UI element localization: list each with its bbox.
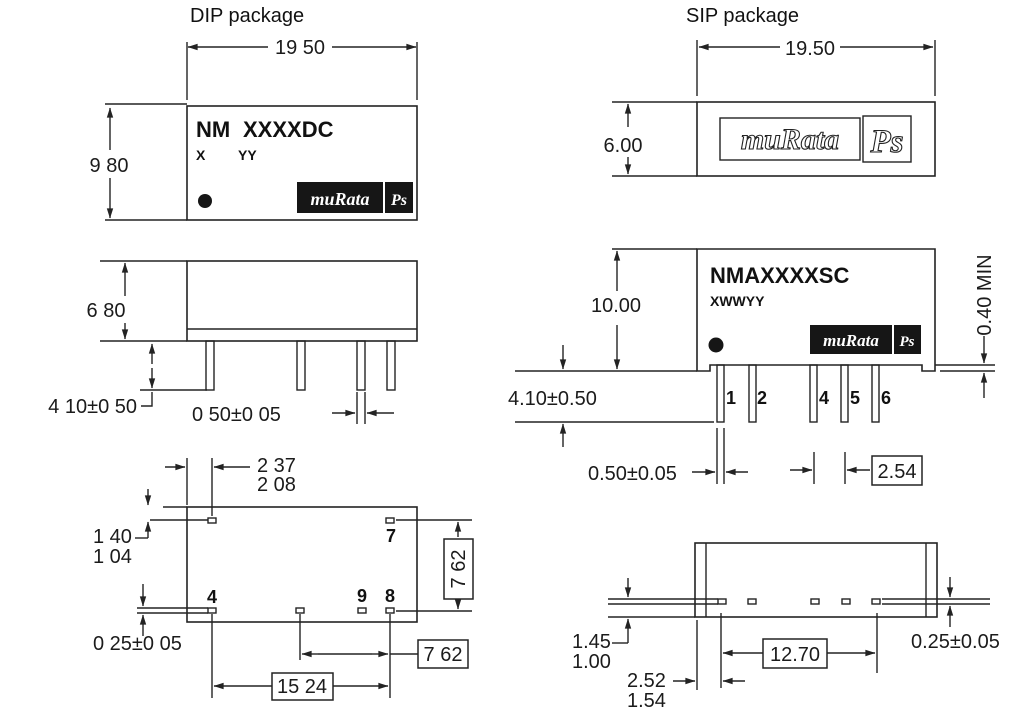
dip-pin-span-dimension-lines	[211, 614, 389, 698]
sip-pins	[716, 364, 880, 423]
sip-pin-pitch-dimension-lines	[790, 452, 870, 484]
sip-pad-thickness-dimension-lines	[882, 577, 990, 627]
dip-marking-datecode-yy: YY	[238, 147, 257, 163]
dip-top-view: 19 50 9 80 NM XXXXDC X YY muRata Ps	[90, 37, 418, 221]
sip-pad-edge-dimension-lines	[608, 578, 718, 644]
sip-width-dim: 19.50	[785, 38, 835, 60]
dip-pad-edge-dimension-lines	[135, 489, 208, 539]
dip-pin-span-box	[271, 672, 334, 701]
sip-pin-pitch-box	[871, 455, 923, 486]
pin1-indicator-dot	[708, 337, 724, 353]
sip-pin-length-dimension-lines	[515, 345, 714, 447]
sip-pin-width-dimension-lines	[692, 428, 748, 484]
dip-side-view: 6 80 4 10±0 50 0 50±0 05	[48, 260, 418, 426]
dip-pin-width-dim: 0 50±0 05	[192, 404, 281, 426]
dip-bottom-view: 7 4 9 8 2 37 2 08 1 40 1 04	[93, 455, 474, 701]
sip-pin5-label: 5	[850, 388, 860, 408]
sip-pad-offset-dim-a: 2.52	[627, 670, 666, 692]
sip-standoff-dim: 0.40 MIN	[974, 254, 996, 335]
ps-logo-outline-text: Ps	[870, 124, 904, 160]
sip-pad-edge-dim-b: 1.00	[572, 651, 611, 673]
dip-body-outline	[186, 105, 418, 221]
dip-marking-datecode-x: X	[196, 147, 206, 163]
dip-side-height-dim: 6 80	[87, 300, 126, 322]
sip-pad-offset-dim-b: 1.54	[627, 690, 666, 712]
murata-logo: muRata Ps	[297, 182, 413, 213]
sip-bottom-view: 0.25±0.05 1.45 1.00 2.52 1.54	[572, 542, 1000, 712]
dip-height-dimension-lines	[105, 103, 187, 221]
dip-bottom-outline	[186, 506, 418, 623]
sip-bottom-outline	[694, 542, 938, 618]
murata-logo-outline: muRata Ps	[719, 115, 912, 163]
dip-title: DIP package	[190, 5, 304, 27]
dip-pin-spacing-dimension-lines	[299, 614, 418, 698]
dip-pin9-label: 9	[357, 586, 367, 606]
dip-pad-edge-dim-a: 1 40	[93, 526, 132, 548]
sip-body-outline	[696, 248, 936, 372]
pin1-indicator-dot	[198, 194, 212, 208]
dip-pin7-label: 7	[386, 526, 396, 546]
dip-pin-span-dim: 15 24	[277, 676, 327, 698]
dip-pad-thickness-dim: 0 25±0 05	[93, 633, 182, 655]
dip-pin-spacing-dim: 7 62	[424, 644, 463, 666]
sip-pad-span-dimension-lines	[722, 613, 878, 673]
sip-pad-span-dim: 12.70	[770, 644, 820, 666]
sip-drawing: SIP package 19.50 6.00	[508, 5, 1000, 712]
dip-row-spacing-dim: 7 62	[448, 550, 470, 589]
dip-width-dimension-lines	[186, 42, 418, 100]
dip-height-dim: 9 80	[90, 155, 129, 177]
dip-pin-spacing-box	[417, 639, 469, 669]
dip-pin-length-dim: 4 10±0 50	[48, 396, 137, 418]
sip-top-outline	[696, 101, 936, 177]
murata-logo: muRata Ps	[810, 325, 921, 354]
dip-pin8-label: 8	[385, 586, 395, 606]
sip-pin-width-dim: 0.50±0.05	[588, 463, 677, 485]
sip-pad-span-box	[762, 638, 828, 669]
dip-pin-offset-dim-a: 2 37	[257, 455, 296, 477]
sip-standoff-dimension-lines	[935, 336, 995, 398]
sip-body-height-dim: 10.00	[591, 295, 641, 317]
sip-marking-part: NMAXXXXSC	[710, 263, 849, 288]
dip-pin4-label: 4	[207, 587, 217, 607]
sip-title: SIP package	[686, 5, 799, 27]
ps-logo-text: Ps	[390, 192, 407, 209]
murata-logo-text: muRata	[310, 189, 369, 209]
murata-logo-outline-text: muRata	[741, 123, 839, 156]
sip-body-height-dimension-lines	[515, 248, 697, 372]
dip-side-height-dimension-lines	[100, 260, 187, 342]
dip-drawing: DIP package 19 50 9 80 NM XXXXDC	[48, 5, 474, 701]
sip-pin4-label: 4	[819, 388, 829, 408]
sip-marking-datecode: XWWYY	[710, 293, 765, 309]
sip-front-view: NMAXXXXSC XWWYY muRata Ps 1 2 4 5 6	[508, 248, 996, 486]
dip-pad-thickness-dimension-lines	[137, 584, 208, 636]
murata-logo-text: muRata	[823, 331, 879, 350]
dip-width-dim: 19 50	[275, 37, 325, 59]
sip-pin-length-dim: 4.10±0.50	[508, 388, 597, 410]
dip-pin-width-dimension-lines	[332, 392, 394, 424]
dip-pin-offset-dim-b: 2 08	[257, 474, 296, 496]
dip-pins	[205, 340, 396, 391]
sip-pads	[717, 598, 881, 605]
sip-pad-thickness-dim: 0.25±0.05	[911, 631, 1000, 653]
sip-top-view: 19.50 6.00 muRata Ps	[604, 38, 936, 177]
dip-pin-length-dimension-lines	[140, 343, 207, 407]
sip-pin1-label: 1	[726, 388, 736, 408]
dip-marking-part: XXXXDC	[243, 117, 334, 142]
sip-pin2-label: 2	[757, 388, 767, 408]
sip-width-dimension-lines	[696, 40, 936, 96]
sip-top-height-dimension-lines	[612, 101, 697, 177]
ps-logo-text: Ps	[900, 334, 915, 350]
dip-pad-edge-dim-b: 1 04	[93, 546, 132, 568]
sip-top-height-dim: 6.00	[604, 135, 643, 157]
sip-pin-pitch-dim: 2.54	[878, 461, 917, 483]
sip-pad-edge-dim-a: 1.45	[572, 631, 611, 653]
dip-row-spacing-box	[443, 538, 474, 600]
sip-pin6-label: 6	[881, 388, 891, 408]
dip-row-spacing-dimension-lines	[396, 519, 472, 612]
dip-marking-prefix: NM	[196, 117, 230, 142]
sip-pad-offset-dimension-lines	[673, 613, 745, 690]
dip-pin-offset-dimension-lines	[165, 458, 250, 516]
